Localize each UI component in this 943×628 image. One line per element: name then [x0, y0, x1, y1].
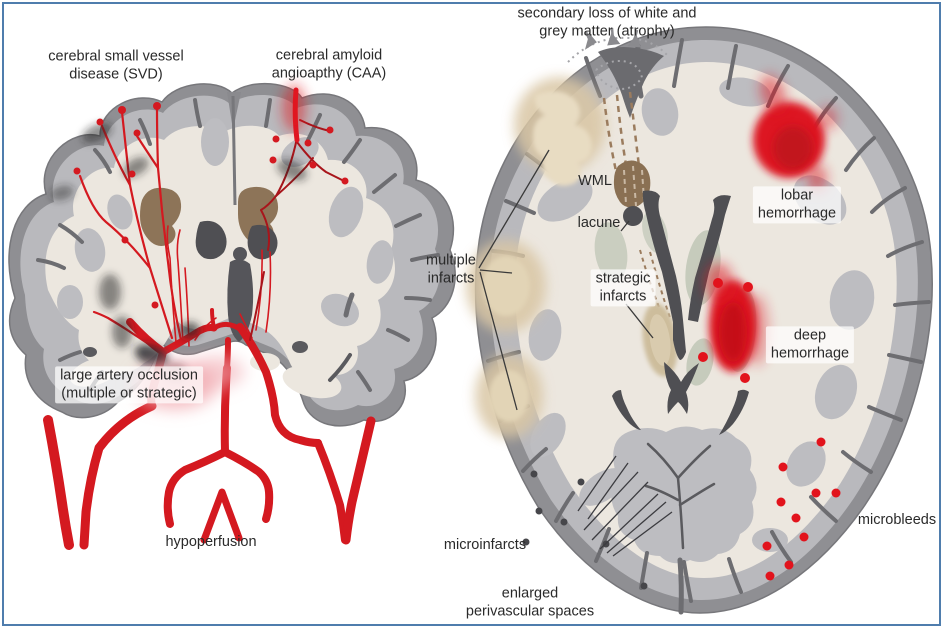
microbleed-dots [762, 437, 841, 581]
lacune-dot [623, 206, 643, 226]
axial-brain-illustration [466, 26, 933, 615]
microbleeds-label: microbleeds [857, 512, 937, 529]
large-artery-occlusion-label: large artery occlusion (multiple or stra… [55, 366, 203, 404]
strategic-infarcts-label: strategic infarcts [590, 269, 656, 307]
coronal-ventricles [195, 220, 278, 260]
svd-penetrating-arteries [78, 106, 183, 347]
pointer-strategic-infarcts [625, 303, 654, 339]
coronal-sulci [36, 98, 440, 392]
caa-label: cerebral amyloid angioapthy (CAA) [271, 47, 387, 81]
coronal-brainstem [227, 247, 254, 342]
coronal-microbleed-dots [73, 102, 349, 309]
pointer-multiple-infarcts-1 [478, 149, 550, 269]
svd-label: cerebral small vessel disease (SVD) [48, 48, 184, 82]
wml-label: WML [578, 173, 612, 190]
hypoperfusion-label: hypoperfusion [165, 534, 257, 551]
caa-vessels [249, 119, 347, 341]
axial-posterior-tree [611, 426, 757, 564]
wml-blob [613, 160, 651, 208]
atrophy-label: secondary loss of white and grey matter … [517, 5, 697, 39]
perivascular-space-lines [577, 455, 673, 557]
lobar-hemorrhage-blob [753, 74, 837, 192]
multiple-infarct-patches [466, 77, 606, 438]
coronal-brain-illustration [8, 82, 456, 550]
axial-ventricles [612, 190, 749, 435]
atrophy-arrows [584, 27, 641, 50]
coronal-midline-fissure [227, 92, 241, 206]
strategic-infarct-blob [642, 303, 678, 377]
pointer-multiple-infarcts-3 [479, 271, 518, 411]
atrophy-dotted-outline [567, 36, 669, 63]
microinfarct-dots [522, 470, 648, 590]
coronal-arteries [43, 87, 376, 550]
occlusion-smudge [134, 344, 170, 368]
deep-hemorrhage-blob [698, 263, 769, 383]
lobar-hemorrhage-label: lobar hemorrhage [752, 186, 842, 224]
enlarged-perivascular-spaces-label: enlarged perivascular spaces [465, 585, 595, 619]
microinfarcts-label: microinfarcts [443, 537, 527, 554]
pointer-lacune [620, 220, 630, 232]
caa-blush [282, 84, 306, 132]
pointer-multiple-infarcts-2 [479, 269, 513, 274]
multiple-infarcts-label: multiple infarcts [426, 252, 476, 286]
coronal-gyral-patches [57, 118, 394, 327]
pointer-lines [478, 149, 654, 411]
deep-hemorrhage-label: deep hemorrhage [765, 326, 855, 364]
atrophy-region [567, 27, 669, 118]
lacune-label: lacune [577, 215, 621, 232]
